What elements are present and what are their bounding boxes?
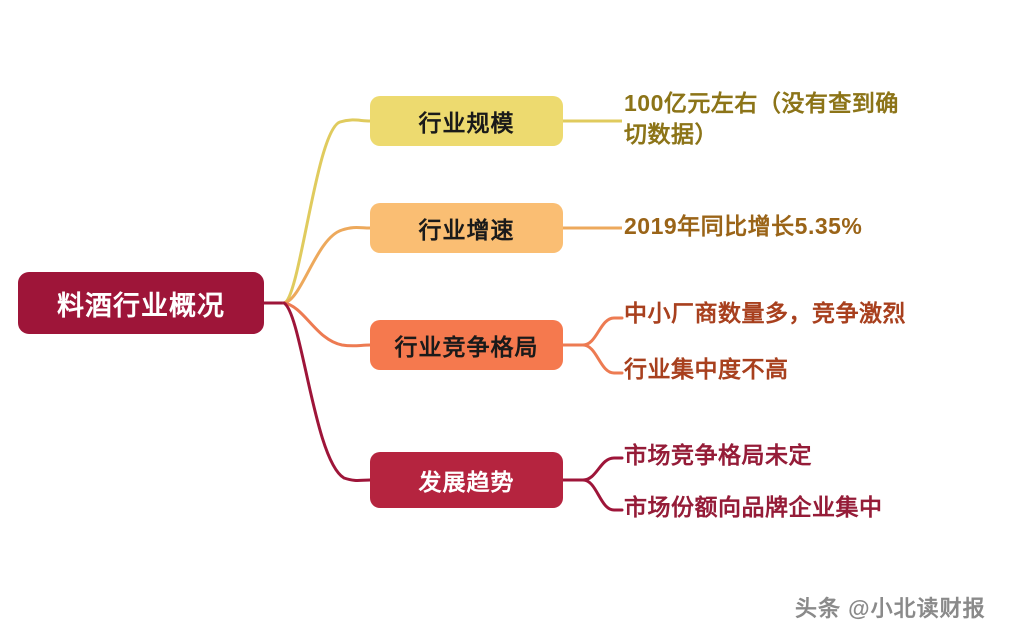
leaf-industry-scale-value: 100亿元左右（没有查到确 切数据） [624,90,899,148]
connector-root-to-branch-3 [282,301,372,348]
node-branch-2-label: 行业增速 [418,217,515,243]
connector-branch-3-to-leaf-2 [561,343,624,375]
connector-branch-3-to-leaf-1 [561,316,624,347]
connector-root-to-branch-4 [282,301,372,482]
watermark: 头条 @小北读财报 [795,596,986,621]
connector-root-to-branch-2 [282,226,372,305]
connector-branch-4-to-leaf-2 [561,478,624,512]
leaf-trend-share-to-brands: 市场份额向品牌企业集中 [624,494,883,520]
node-root-label: 料酒行业概况 [57,290,225,321]
connector-root-to-branch-1 [282,118,372,305]
leaf-trend-market-undecided: 市场竞争格局未定 [624,442,812,468]
node-branch-development-trend[interactable]: 发展趋势 [370,452,563,508]
node-branch-industry-scale[interactable]: 行业规模 [370,96,563,146]
leaf-competition-many-small-makers: 中小厂商数量多，竞争激烈 [624,300,906,326]
leaf-industry-growth-value: 2019年同比增长5.35% [624,213,863,239]
node-branch-industry-growth[interactable]: 行业增速 [370,203,563,253]
leaf-competition-low-concentration: 行业集中度不高 [624,356,789,382]
node-branch-3-label: 行业竞争格局 [394,334,539,360]
node-root[interactable]: 料酒行业概况 [18,272,264,334]
node-branch-1-label: 行业规模 [418,110,515,136]
node-branch-competition-landscape[interactable]: 行业竞争格局 [370,320,563,370]
connector-branch-4-to-leaf-1 [561,456,624,482]
node-branch-4-label: 发展趋势 [418,469,515,495]
